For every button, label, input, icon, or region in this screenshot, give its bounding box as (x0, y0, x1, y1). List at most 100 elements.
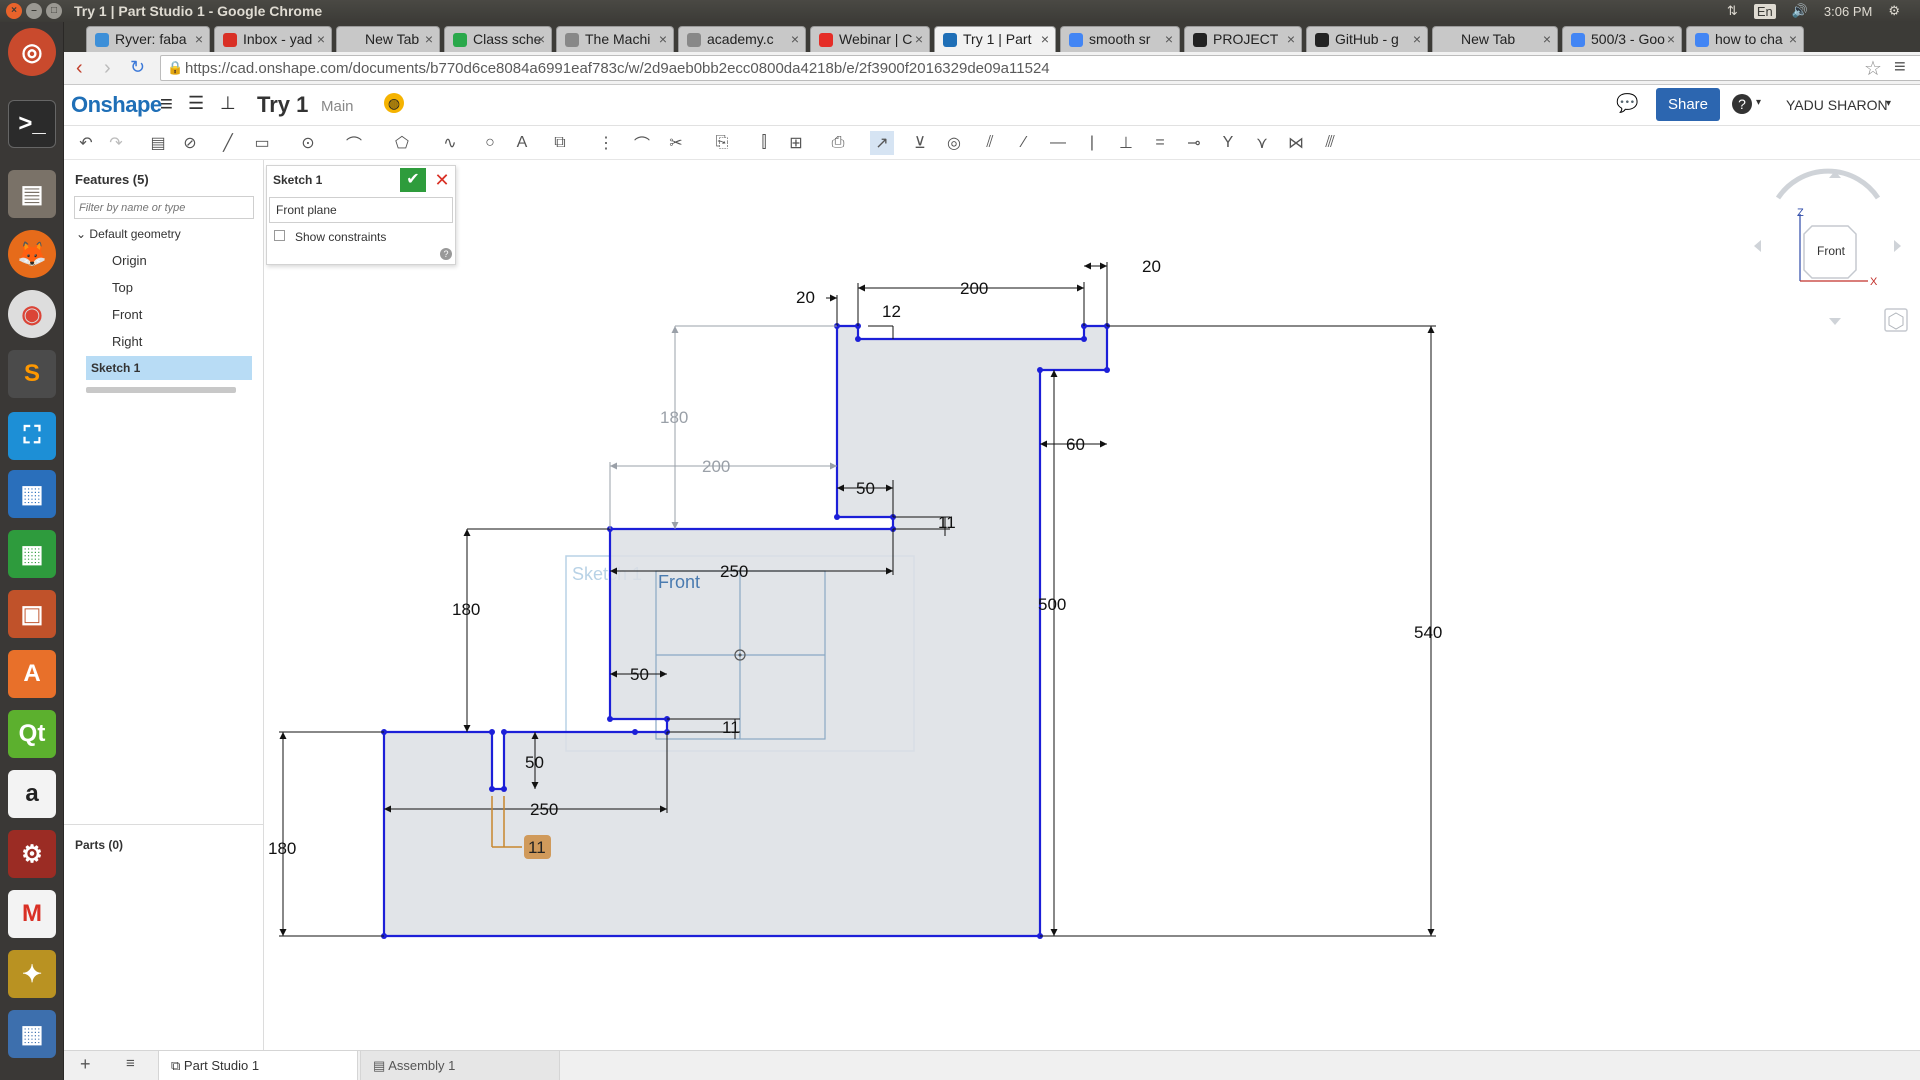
origin-point-icon[interactable] (734, 649, 746, 661)
use-icon[interactable]: ⧉ (554, 134, 566, 151)
offset-icon[interactable]: ⎘ (715, 134, 729, 151)
dim-540[interactable]: 540 (1414, 623, 1442, 642)
dim-180-left[interactable]: 180 (452, 600, 480, 619)
tab-close-icon[interactable]: × (1542, 31, 1551, 47)
default-geometry-group[interactable]: ⌄ Default geometry (76, 227, 181, 241)
horizontal-icon[interactable]: — (1050, 134, 1066, 151)
dim-250-upper[interactable]: 250 (720, 562, 748, 581)
dim-20-left[interactable]: 20 (796, 288, 815, 307)
sketch-svg[interactable]: Sketch 1 Front (266, 160, 1920, 1050)
sublime-text-icon[interactable]: S (8, 350, 56, 398)
perpendicular-icon[interactable]: ⊥ (1119, 135, 1133, 152)
dim-50-lower[interactable]: 50 (525, 753, 544, 772)
insert-icon[interactable]: ⊥ (220, 93, 236, 113)
share-button[interactable]: Share (1656, 88, 1720, 121)
tab-close-icon[interactable]: × (658, 31, 667, 47)
user-menu[interactable]: YADU SHARON (1786, 97, 1888, 113)
workspace-name[interactable]: Main (321, 98, 354, 115)
dimension-icon[interactable]: ⊘ (183, 135, 197, 152)
maximize-window-icon[interactable]: □ (46, 3, 62, 19)
undo-icon[interactable]: ↶ (79, 135, 93, 152)
rollback-bar[interactable] (86, 387, 236, 393)
point-icon[interactable]: ○ (485, 134, 495, 151)
equal-icon[interactable]: = (1155, 134, 1165, 151)
tab-part-studio-1[interactable]: ⧉ Part Studio 1 (158, 1051, 358, 1080)
public-globe-icon[interactable]: ◍ (384, 93, 404, 113)
graphics-area[interactable]: Sketch 1 Front (266, 160, 1920, 1050)
circle-icon[interactable]: ⊙ (301, 135, 315, 152)
browser-tab[interactable]: 500/3 - Goo× (1562, 26, 1682, 52)
app-icon[interactable]: ⛶ (8, 412, 56, 460)
feature-list-icon[interactable]: ☰ (188, 93, 205, 113)
dim-60[interactable]: 60 (1066, 435, 1085, 454)
midpoint-icon[interactable]: ⊸ (1187, 135, 1201, 152)
network-icon[interactable]: ⇅ (1726, 3, 1738, 18)
dim-180-bottom-left[interactable]: 180 (268, 839, 296, 858)
terminal-icon[interactable]: >_ (8, 100, 56, 148)
comments-icon[interactable]: 💬 (1616, 93, 1639, 113)
browser-tab[interactable]: Try 1 | Part× (934, 26, 1056, 52)
help-dropdown-icon[interactable]: ▾ (1756, 97, 1762, 108)
line-icon[interactable]: ╱ (223, 135, 233, 152)
tab-close-icon[interactable]: × (1412, 31, 1421, 47)
arc-icon[interactable]: ⌒ (345, 137, 362, 154)
chrome-menu-icon[interactable]: ≡ (1894, 56, 1906, 78)
qt-creator-icon[interactable]: Qt (8, 710, 56, 758)
browser-tab[interactable]: smooth sr× (1060, 26, 1180, 52)
browser-tab[interactable]: New Tab× (1432, 26, 1558, 52)
add-tab-icon[interactable]: + (80, 1054, 91, 1074)
calc-icon[interactable]: ▦ (8, 530, 56, 578)
parallel-icon[interactable]: ⫽ (986, 134, 994, 151)
symmetric-icon[interactable]: ⋈ (1288, 135, 1304, 152)
impress-icon[interactable]: ▣ (8, 590, 56, 638)
hamburger-menu-icon[interactable]: ≡ (160, 91, 173, 116)
view-cube[interactable]: Z X Front (1754, 168, 1908, 332)
pattern-icon[interactable]: ⊞ (789, 135, 803, 152)
writer-icon[interactable]: ▦ (8, 470, 56, 518)
tab-close-icon[interactable]: × (316, 31, 325, 47)
tab-close-icon[interactable]: × (1788, 31, 1797, 47)
dim-50-middle[interactable]: 50 (630, 665, 649, 684)
minimize-window-icon[interactable]: – (26, 3, 42, 19)
feature-item-front[interactable]: Front (112, 307, 143, 322)
dim-20-right[interactable]: 20 (1142, 257, 1161, 276)
browser-tab[interactable]: PROJECT× (1184, 26, 1302, 52)
dim-11-upper[interactable]: 11 (938, 513, 956, 532)
tab-close-icon[interactable]: × (194, 31, 203, 47)
construction-icon[interactable]: ⋮ (598, 135, 614, 152)
fillet-icon[interactable]: ⌒ (633, 137, 650, 154)
dim-200-driven[interactable]: 200 (702, 457, 730, 476)
back-icon[interactable]: ‹ (76, 57, 83, 79)
workspace-switcher-icon[interactable]: ▦ (8, 1010, 56, 1058)
sketch-plane-field[interactable]: Front plane (269, 197, 453, 223)
view-cube-face[interactable]: Front (1817, 244, 1846, 258)
amazon-icon[interactable]: a (8, 770, 56, 818)
dim-12[interactable]: 12 (882, 302, 901, 321)
spline-icon[interactable]: ∿ (443, 135, 457, 152)
tab-close-icon[interactable]: × (1286, 31, 1295, 47)
browser-tab[interactable]: Ryver: faba× (86, 26, 210, 52)
normal-icon[interactable]: Y (1222, 134, 1234, 151)
fix-icon[interactable]: ⫻ (1325, 134, 1335, 151)
feature-filter-input[interactable] (74, 196, 254, 219)
system-settings-icon[interactable]: ⚙ (8, 830, 56, 878)
equal-constraint-badge[interactable] (524, 835, 551, 859)
clock[interactable]: 3:06 PM (1823, 3, 1873, 19)
tab-close-icon[interactable]: × (1164, 31, 1173, 47)
browser-tab[interactable]: New Tab× (336, 26, 440, 52)
dim-11-lower[interactable]: 11 (722, 718, 740, 737)
redo-icon[interactable]: ↷ (109, 135, 123, 152)
forward-icon[interactable]: › (104, 57, 111, 79)
user-dropdown-icon[interactable]: ▾ (1886, 98, 1892, 109)
tangent-icon[interactable]: ⁄ (1022, 134, 1026, 151)
browser-tab[interactable]: how to cha× (1686, 26, 1804, 52)
browser-tab[interactable]: Webinar | C× (810, 26, 930, 52)
pierce-icon[interactable]: ⋎ (1256, 135, 1268, 152)
rectangle-icon[interactable]: ▭ (254, 135, 270, 152)
feature-item-top[interactable]: Top (112, 280, 133, 295)
dim-250-lower[interactable]: 250 (530, 800, 558, 819)
onshape-logo[interactable]: Onshape (71, 92, 162, 117)
dim-500[interactable]: 500 (1038, 595, 1066, 614)
concentric-icon[interactable]: ◎ (947, 135, 961, 152)
view-options-icon[interactable] (1884, 308, 1908, 332)
